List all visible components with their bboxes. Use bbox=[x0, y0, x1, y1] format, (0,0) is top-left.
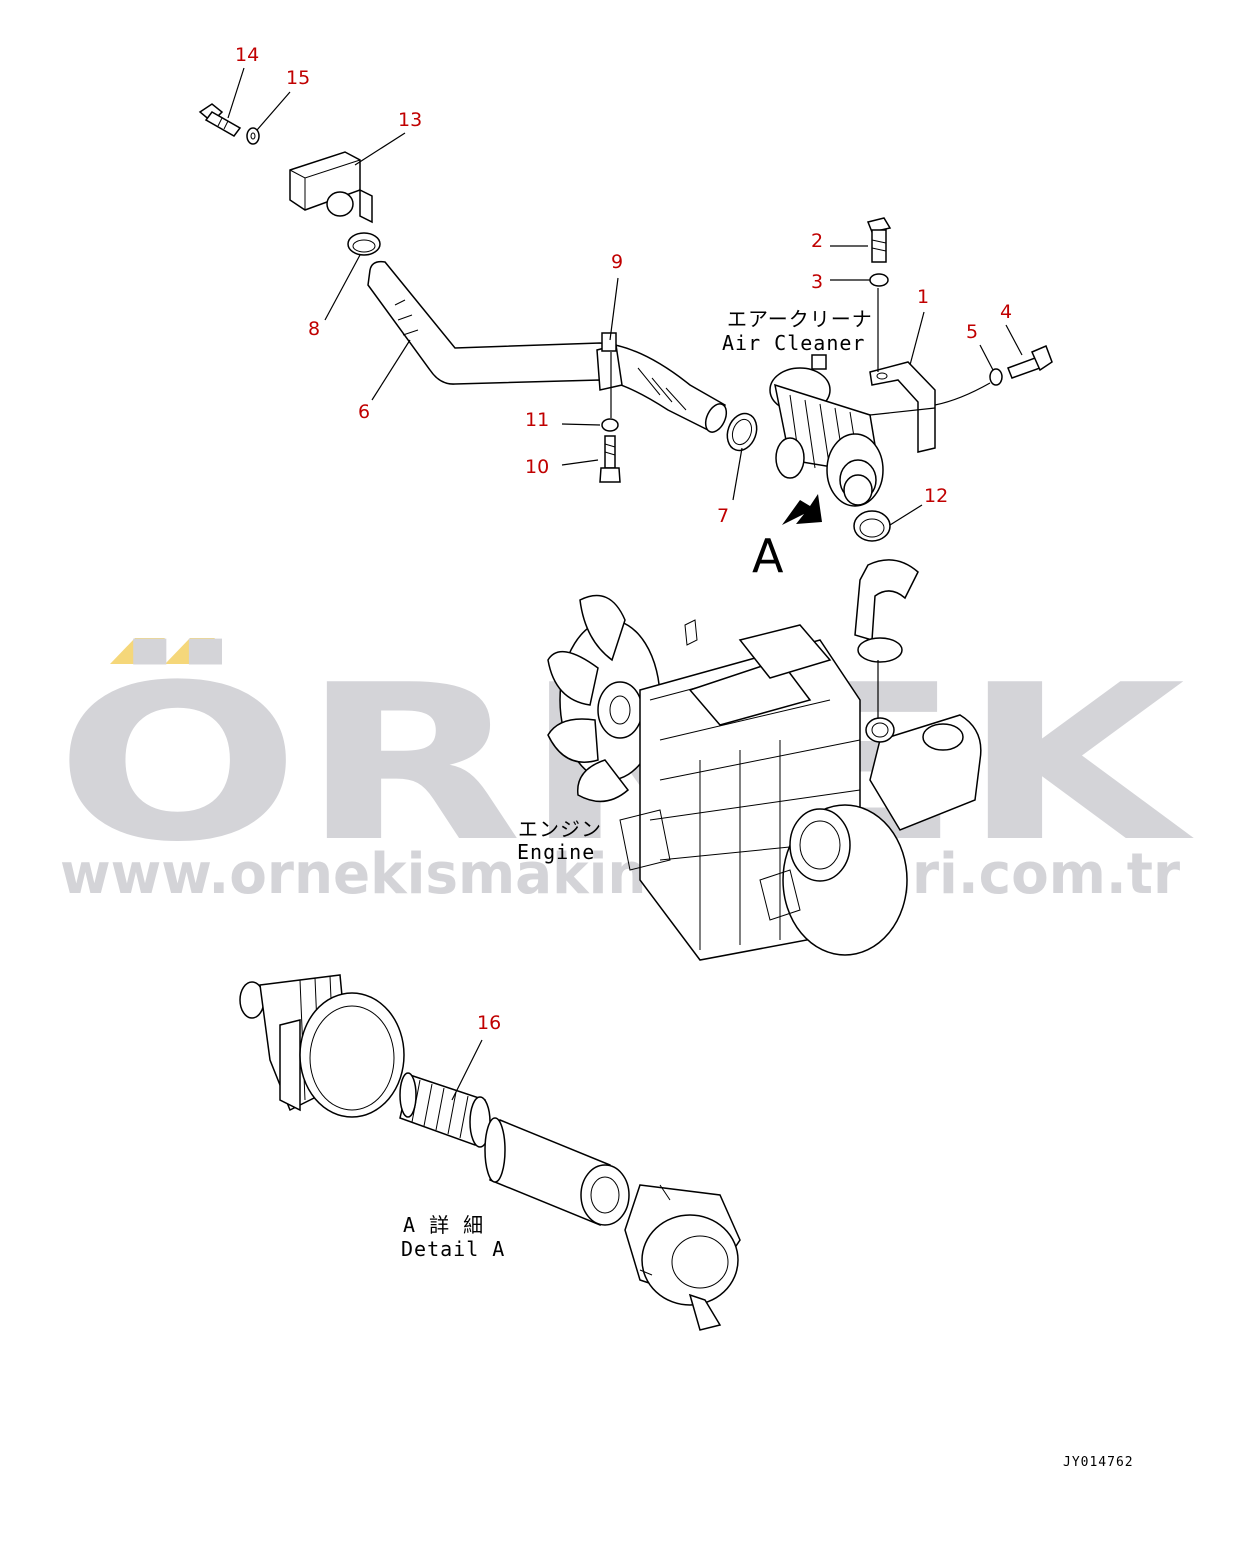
clamp-8 bbox=[347, 232, 381, 256]
air-cleaner-label-jp: エアークリーナ bbox=[727, 307, 873, 331]
view-marker-label: A bbox=[752, 529, 784, 583]
callout-8: 8 bbox=[308, 318, 320, 340]
view-arrow-a: A bbox=[752, 494, 822, 583]
bolt-4 bbox=[1007, 345, 1053, 379]
callout-16: 16 bbox=[477, 1012, 501, 1034]
intake-cap-13 bbox=[289, 151, 373, 224]
detail-housing bbox=[239, 974, 405, 1118]
band-clamp-9 bbox=[596, 332, 623, 391]
clamp-7 bbox=[726, 412, 758, 452]
callout-11: 11 bbox=[525, 409, 549, 431]
cap-12 bbox=[853, 510, 891, 542]
drawing-code: JY014762 bbox=[1063, 1455, 1134, 1470]
callout-13: 13 bbox=[398, 109, 422, 131]
air-cleaner-label-en: Air Cleaner bbox=[722, 331, 865, 355]
callout-2: 2 bbox=[811, 230, 823, 252]
bolt-10 bbox=[599, 435, 621, 483]
washer-11 bbox=[601, 418, 619, 432]
callout-12: 12 bbox=[924, 485, 948, 507]
callout-4: 4 bbox=[1000, 301, 1012, 323]
bolt-2 bbox=[866, 217, 892, 263]
callout-10: 10 bbox=[525, 456, 549, 478]
callout-15: 15 bbox=[286, 67, 310, 89]
callout-6: 6 bbox=[358, 401, 370, 423]
washer-15 bbox=[246, 127, 260, 145]
air-cleaner-body bbox=[769, 354, 884, 507]
callout-7: 7 bbox=[717, 505, 729, 527]
callouts: 1 2 3 4 5 6 7 8 9 10 11 12 13 14 15 16 bbox=[235, 44, 1012, 1034]
engine-drawing bbox=[547, 594, 982, 961]
washer-5 bbox=[989, 368, 1003, 386]
filter-element-16 bbox=[399, 1072, 491, 1148]
callout-3: 3 bbox=[811, 271, 823, 293]
callout-14: 14 bbox=[235, 44, 259, 66]
dust-cup bbox=[624, 1184, 741, 1331]
bolt-14 bbox=[198, 103, 242, 137]
washer-3 bbox=[869, 273, 889, 287]
watermark-accent-left bbox=[110, 638, 165, 664]
intake-hose-6 bbox=[367, 260, 728, 434]
callout-1: 1 bbox=[917, 286, 929, 308]
callout-5: 5 bbox=[966, 321, 978, 343]
elbow-hose bbox=[854, 559, 919, 663]
engine-label-en: Engine bbox=[517, 840, 595, 864]
watermark-accent-right bbox=[165, 638, 215, 664]
labels: エアークリーナ Air Cleaner エンジン Engine A 詳 細 De… bbox=[401, 307, 1134, 1470]
engine-label-jp: エンジン bbox=[518, 817, 602, 841]
bracket-1 bbox=[869, 361, 936, 453]
leader-lines bbox=[227, 67, 1023, 1101]
detail-label-en: Detail A bbox=[401, 1237, 505, 1261]
watermark-url: www.ornekismakinaparcalari.com.tr bbox=[60, 842, 1180, 907]
filter-element-outer bbox=[484, 1117, 630, 1227]
callout-9: 9 bbox=[611, 251, 623, 273]
detail-label-jp: A 詳 細 bbox=[403, 1213, 484, 1237]
